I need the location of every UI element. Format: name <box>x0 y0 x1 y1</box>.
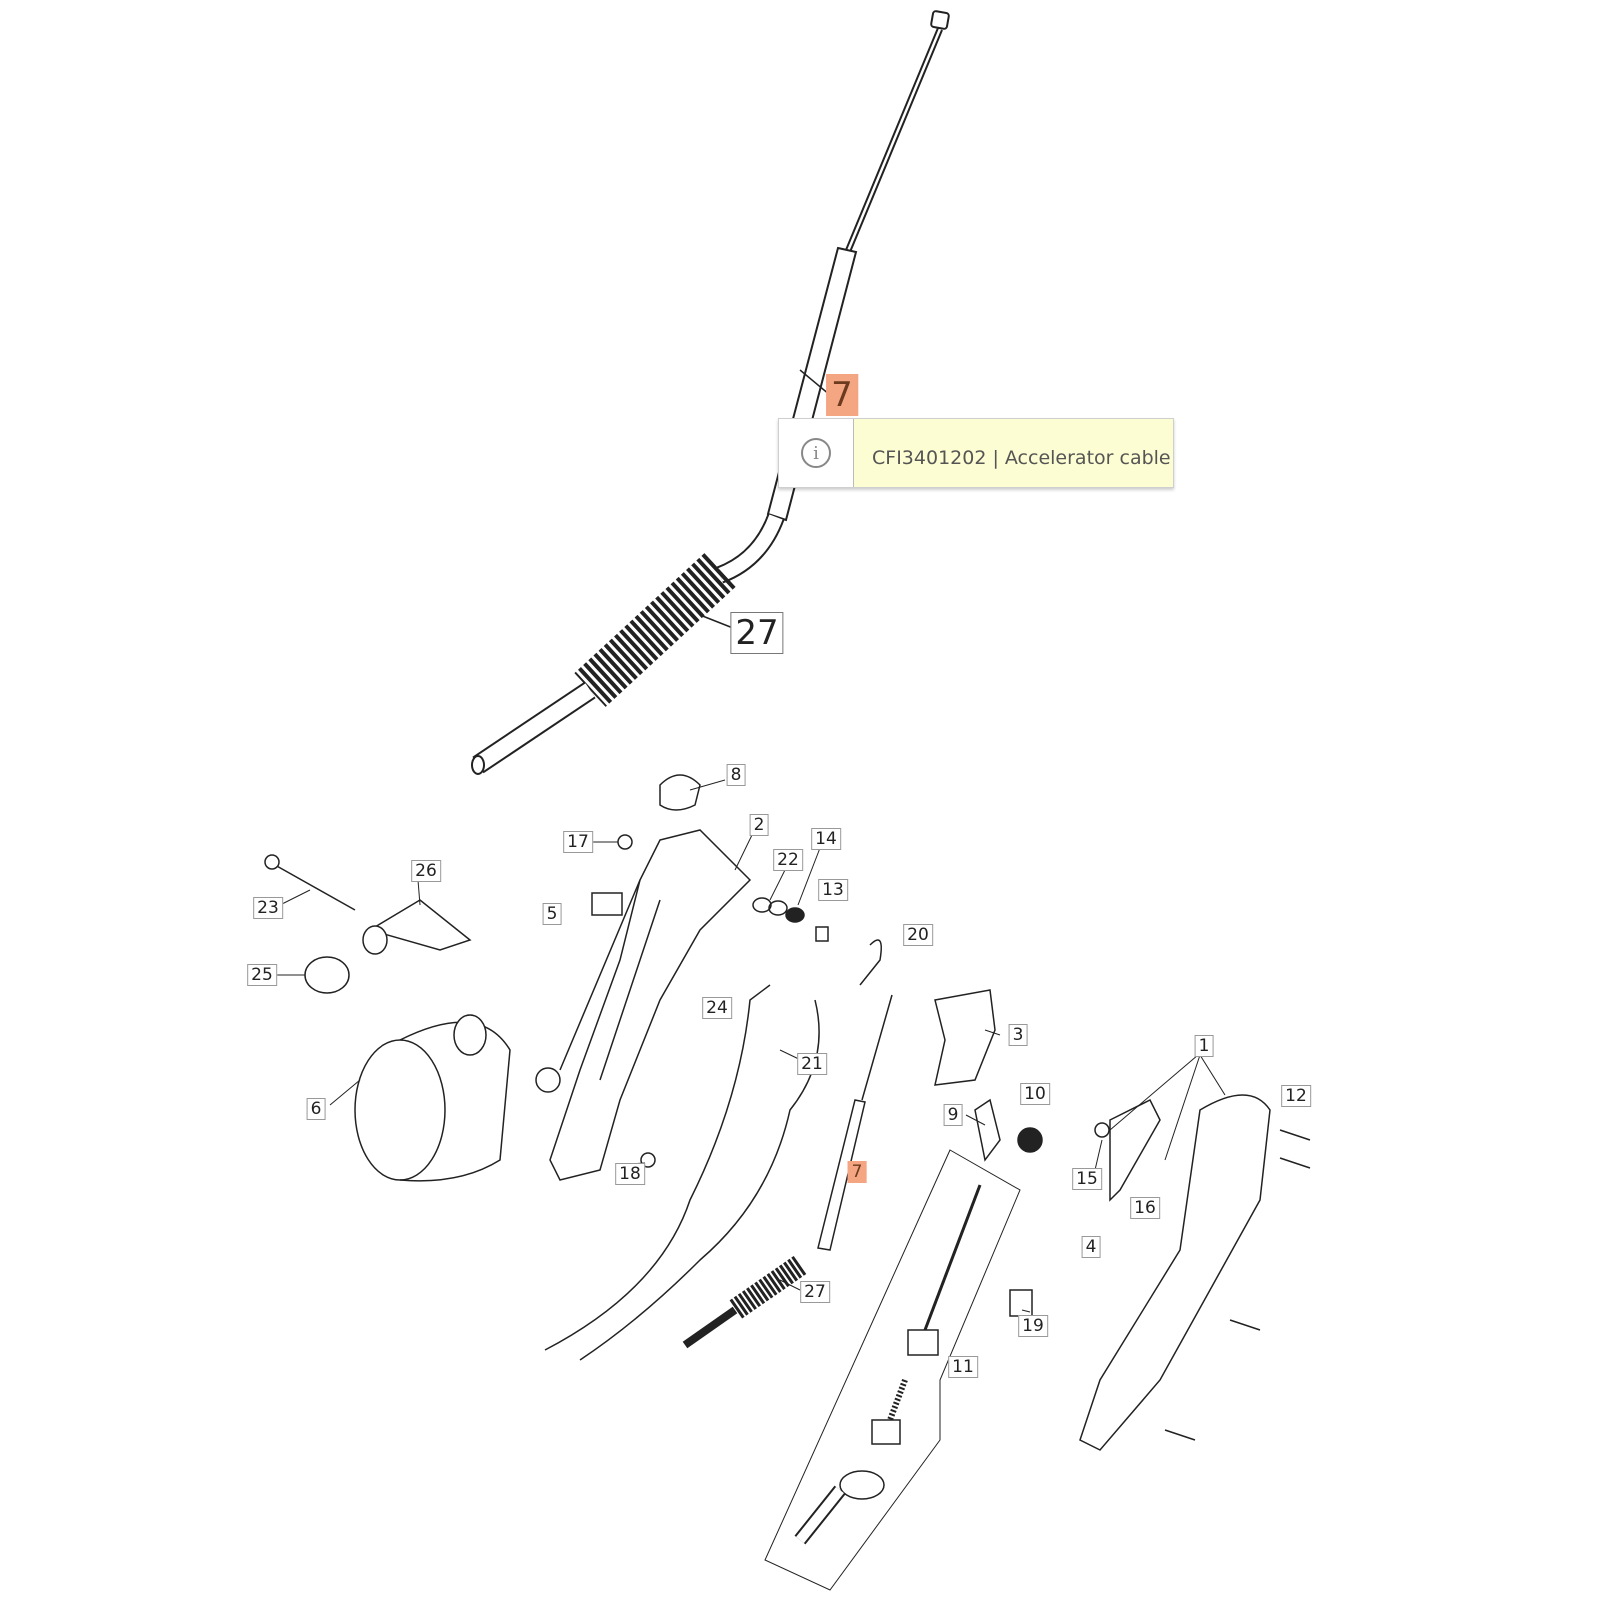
callout-8[interactable]: 8 <box>726 764 746 786</box>
callout-1[interactable]: 1 <box>1194 1035 1214 1057</box>
callout-4[interactable]: 4 <box>1081 1236 1101 1258</box>
callout-19[interactable]: 19 <box>1018 1315 1048 1337</box>
callout-24[interactable]: 24 <box>702 997 732 1019</box>
callout-20[interactable]: 20 <box>903 924 933 946</box>
callout-21[interactable]: 21 <box>797 1053 827 1075</box>
pump-assembly-11 <box>764 1149 1021 1591</box>
callout-27-large[interactable]: 27 <box>730 612 784 654</box>
callout-5[interactable]: 5 <box>542 903 562 925</box>
callout-15[interactable]: 15 <box>1072 1168 1102 1190</box>
cover-1 <box>1079 1094 1311 1451</box>
clamp-ring <box>354 1014 511 1182</box>
callout-17[interactable]: 17 <box>563 831 593 853</box>
part-tooltip: i CFI3401202 | Accelerator cable <box>778 418 1174 488</box>
callout-10[interactable]: 10 <box>1020 1083 1050 1105</box>
callout-3[interactable]: 3 <box>1008 1024 1028 1046</box>
callout-26[interactable]: 26 <box>411 860 441 882</box>
handle-body <box>535 829 752 1181</box>
callout-11[interactable]: 11 <box>948 1356 978 1378</box>
info-icon: i <box>801 438 831 468</box>
callout-7-highlighted[interactable]: 7 <box>826 374 858 416</box>
tooltip-icon-cell: i <box>779 419 854 487</box>
callout-25[interactable]: 25 <box>247 964 277 986</box>
callout-14[interactable]: 14 <box>811 828 841 850</box>
callout-9[interactable]: 9 <box>943 1104 963 1126</box>
callout-7-small-highlighted[interactable]: 7 <box>847 1161 867 1183</box>
callout-22[interactable]: 22 <box>773 849 803 871</box>
cables-small <box>544 984 893 1361</box>
callout-18[interactable]: 18 <box>615 1163 645 1185</box>
accelerator-cable-large <box>471 10 950 775</box>
callout-2[interactable]: 2 <box>749 814 769 836</box>
callout-27[interactable]: 27 <box>800 1281 830 1303</box>
callout-13[interactable]: 13 <box>818 879 848 901</box>
tooltip-text: CFI3401202 | Accelerator cable <box>854 419 1173 487</box>
callout-23[interactable]: 23 <box>253 897 283 919</box>
small-parts <box>264 774 1161 1317</box>
callout-6[interactable]: 6 <box>306 1098 326 1120</box>
callout-12[interactable]: 12 <box>1281 1085 1311 1107</box>
callout-16[interactable]: 16 <box>1130 1197 1160 1219</box>
